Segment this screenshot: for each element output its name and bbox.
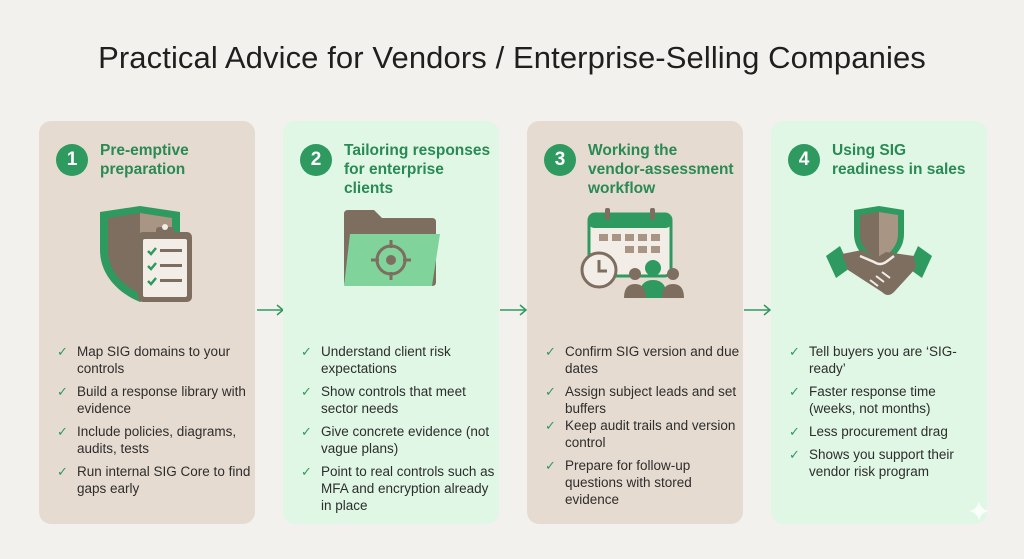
folder-target-icon [283,206,499,316]
list-item: ✓Map SIG domains to your controls [57,344,231,376]
list-item: ✓Point to real controls such as MFA and … [301,464,495,513]
step-number-badge: 3 [544,144,576,176]
list-item: ✓Faster response time (weeks, not months… [789,384,936,416]
step-items-list: ✓Tell buyers you are ‘SIG-ready’ ✓Faster… [789,343,985,480]
list-item: ✓Tell buyers you are ‘SIG-ready’ [789,344,957,376]
check-icon: ✓ [545,418,556,433]
list-item: ✓Confirm SIG version and due dates [545,344,740,376]
page-title: Practical Advice for Vendors / Enterpris… [98,40,926,75]
list-item: ✓Shows you support their vendor risk pro… [789,447,954,479]
check-icon: ✓ [545,384,556,399]
list-item: ✓Build a response library with evidence [57,384,246,416]
list-item: ✓Less procurement drag [789,424,948,439]
arrow-right-icon [257,304,285,316]
arrow-right-icon [744,304,772,316]
check-icon: ✓ [57,344,68,359]
step-heading: Pre-emptive preparation [100,142,189,178]
list-item: ✓Prepare for follow-up questions with st… [545,458,692,507]
step-number-badge: 1 [56,144,88,176]
check-icon: ✓ [789,344,800,359]
check-icon: ✓ [789,447,800,462]
shield-clipboard-icon [39,206,255,316]
check-icon: ✓ [789,424,800,439]
list-item: ✓Show controls that meet sector needs [301,384,466,416]
list-item: ✓Keep audit trails and version control [545,418,736,450]
step-heading: Tailoring responses for enterprise clien… [344,142,491,197]
shield-handshake-icon [771,206,987,316]
check-icon: ✓ [57,384,68,399]
check-icon: ✓ [545,344,556,359]
step-card-1: 1 Pre-emptive preparation ✓Map SIG domai… [39,121,255,524]
arrow-right-icon [500,304,528,316]
list-item: ✓Include policies, diagrams, audits, tes… [57,424,237,456]
step-card-4: 4 Using SIG readiness in sales ✓Tell buy… [771,121,987,524]
check-icon: ✓ [301,464,312,479]
check-icon: ✓ [57,424,68,439]
list-item: ✓Understand client risk expectations [301,344,451,376]
list-item: ✓Give concrete evidence (not vague plans… [301,424,490,456]
step-items-list: ✓Map SIG domains to your controls ✓Build… [57,343,253,497]
step-heading: Using SIG readiness in sales [832,142,966,178]
step-items-list: ✓Confirm SIG version and due dates ✓Assi… [545,343,741,508]
step-items-list: ✓Understand client risk expectations ✓Sh… [301,343,497,514]
check-icon: ✓ [301,384,312,399]
calendar-team-icon [527,206,743,316]
step-number-badge: 2 [300,144,332,176]
check-icon: ✓ [545,458,556,473]
step-card-3: 3 Working the vendor-assessment workflow… [527,121,743,524]
check-icon: ✓ [789,384,800,399]
check-icon: ✓ [301,344,312,359]
check-icon: ✓ [301,424,312,439]
list-item: ✓Assign subject leads and set buffers [545,384,737,416]
check-icon: ✓ [57,464,68,479]
step-number-badge: 4 [788,144,820,176]
step-card-2: 2 Tailoring responses for enterprise cli… [283,121,499,524]
sparkle-icon [969,501,989,521]
step-heading: Working the vendor-assessment workflow [588,142,734,197]
list-item: ✓Run internal SIG Core to find gaps earl… [57,464,251,496]
